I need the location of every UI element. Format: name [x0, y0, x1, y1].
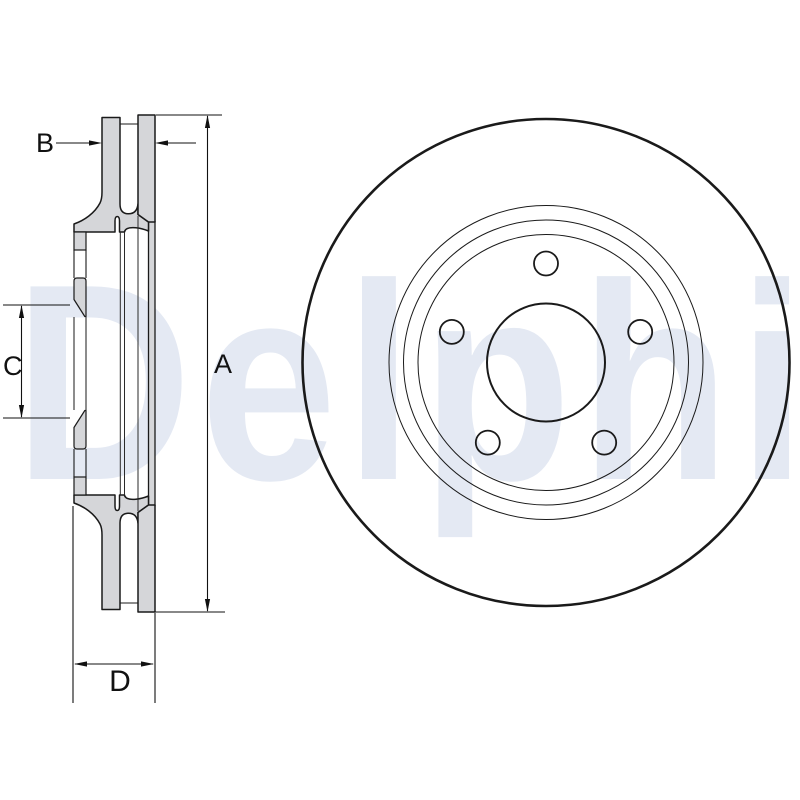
bolt-hole — [533, 250, 559, 277]
dimension-label-c: C — [3, 351, 23, 381]
hub-machined-circle — [417, 234, 675, 491]
dimensions — [3, 114, 225, 703]
disc-front-view — [301, 117, 791, 608]
dimension-label-d: D — [109, 665, 131, 698]
dimension-c — [3, 304, 70, 419]
section-hat-drum — [147, 220, 156, 507]
bolt-hole — [591, 429, 618, 456]
bolt-hole — [474, 429, 501, 456]
dimension-d — [72, 506, 156, 703]
bolt-hole — [627, 318, 654, 345]
bolt-holes — [438, 250, 654, 456]
dimension-a — [150, 114, 225, 613]
dimension-label-a: A — [214, 349, 232, 379]
dimension-label-b: B — [36, 128, 54, 158]
bolt-hole — [438, 318, 465, 345]
centre-bore — [486, 302, 606, 423]
dimension-b — [56, 140, 196, 146]
hub-machined-circle — [388, 205, 704, 520]
hub-machined-circle — [403, 219, 689, 506]
disc-outer-edge — [301, 117, 791, 608]
cross-section-view — [73, 114, 156, 613]
